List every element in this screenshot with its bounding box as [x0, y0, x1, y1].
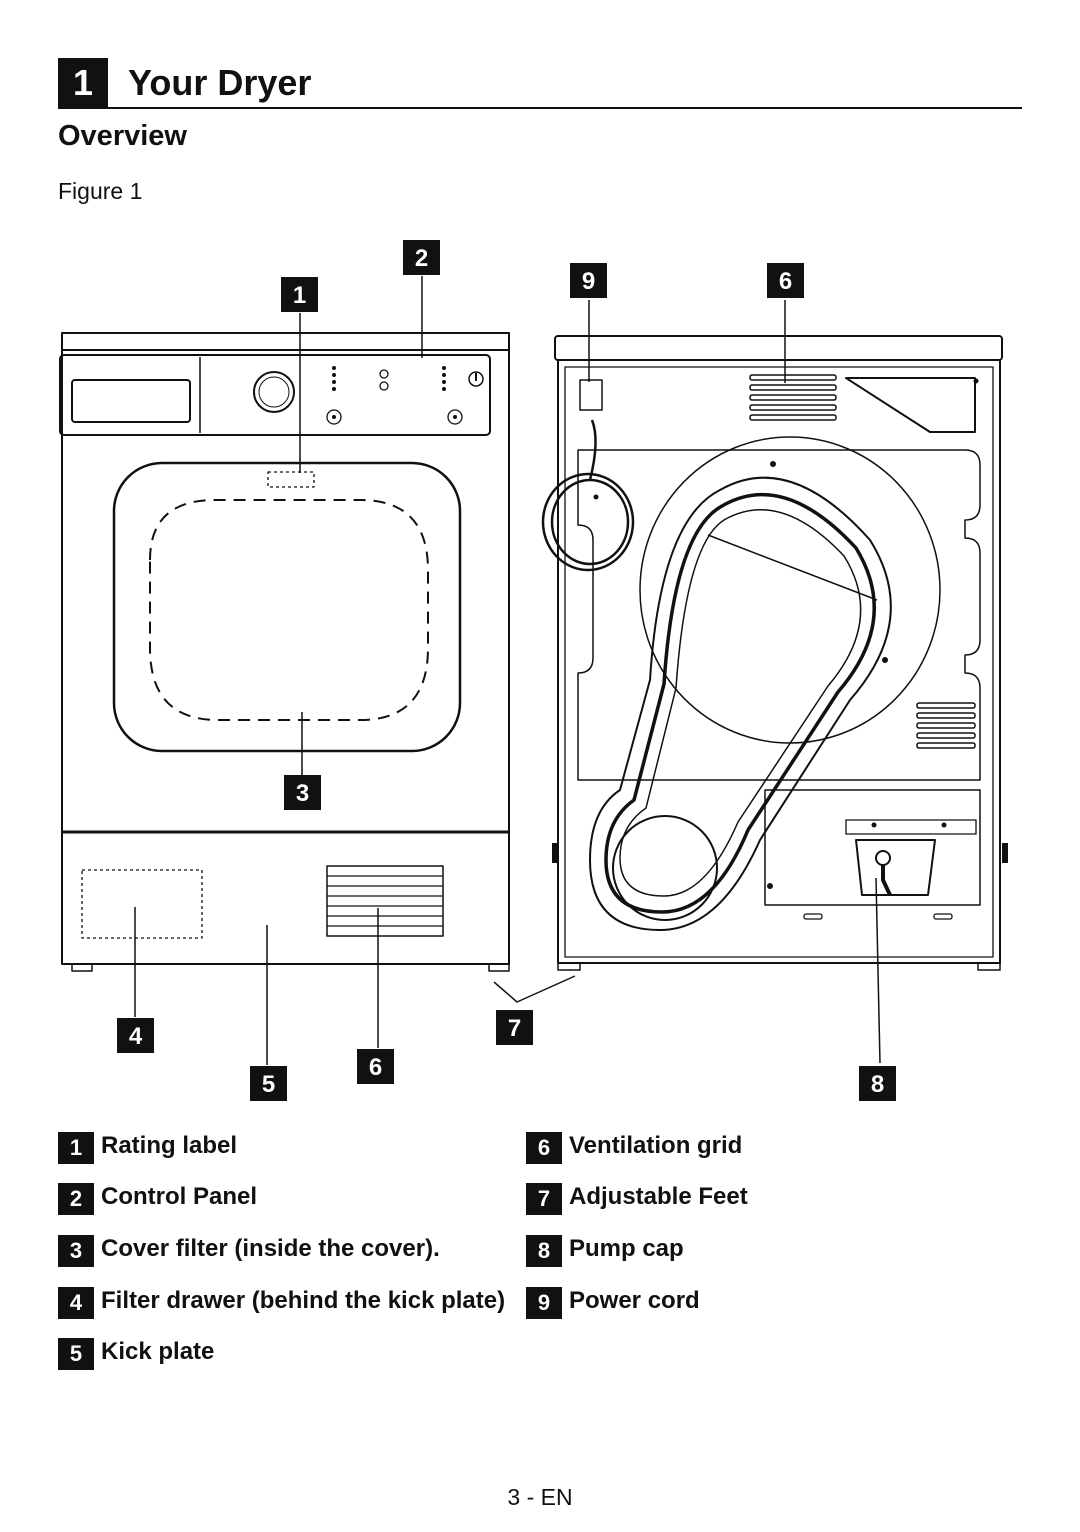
page-number: 3 - EN [507, 1484, 573, 1510]
legend-badge: 8 [526, 1235, 562, 1267]
legend-text: Filter drawer (behind the kick plate) [101, 1287, 506, 1314]
legend-badge: 5 [58, 1338, 94, 1370]
heat-exchanger-circle [612, 815, 718, 921]
legend-badge: 4 [58, 1287, 94, 1319]
callout-4-badge [117, 1018, 154, 1053]
callout-leader-lines [134, 276, 881, 1065]
callout-7-badge [496, 1010, 533, 1045]
legend-badge: 1 [58, 1132, 94, 1164]
section-title: Overview [58, 120, 187, 152]
legend-badge: 2 [58, 1183, 94, 1215]
callout-5-text: 5 [262, 1071, 275, 1098]
callout-8-badge [859, 1066, 896, 1101]
front-ventilation-grid [326, 865, 444, 937]
rating-label-outline [267, 471, 315, 488]
filter-drawer-outline [81, 869, 203, 939]
rear-view [541, 335, 1008, 971]
chapter-title: Your Dryer [128, 62, 312, 103]
title-rule [58, 107, 1022, 109]
callout-6-front-text: 6 [369, 1054, 382, 1081]
drum-outline [639, 436, 941, 744]
callout-2-text: 2 [415, 245, 428, 272]
legend-text: Kick plate [101, 1338, 215, 1365]
callout-8-text: 8 [871, 1071, 884, 1098]
rear-ventilation-grid-top [749, 374, 837, 421]
callout-3-text: 3 [296, 780, 309, 807]
indicator-leds [332, 366, 457, 419]
legend-text: Cover filter (inside the cover). [101, 1235, 440, 1262]
rear-screws [593, 378, 979, 889]
legend-badge: 9 [526, 1287, 562, 1319]
power-icon [468, 371, 484, 387]
cover-filter-dashed [149, 499, 429, 721]
door [112, 461, 462, 753]
callout-5-badge [250, 1066, 287, 1101]
legend-text: Adjustable Feet [569, 1183, 748, 1210]
callout-3-badge [284, 775, 321, 810]
air-duct-outer [589, 476, 892, 931]
figure-label: Figure 1 [58, 178, 143, 204]
callout-6-rear-text: 6 [779, 268, 792, 295]
callout-1-badge [281, 277, 318, 312]
callout-4-text: 4 [129, 1023, 143, 1050]
callout-6-front-badge [357, 1049, 394, 1084]
display-window [71, 379, 191, 423]
rear-foot-left [557, 962, 581, 971]
front-view [59, 332, 510, 972]
front-foot-left [71, 963, 93, 972]
power-cord-coil [541, 419, 635, 572]
condensate-tank-outlet [845, 377, 976, 433]
legend-text: Ventilation grid [569, 1132, 743, 1159]
program-knob [253, 371, 295, 413]
air-duct-inner [604, 492, 876, 914]
chapter-number-badge: 1 [58, 58, 108, 108]
legend-badge: 3 [58, 1235, 94, 1267]
rear-top-lid [554, 335, 1003, 361]
power-cord-clip [579, 379, 603, 411]
front-cabinet-outline [61, 332, 510, 965]
rear-panel [577, 449, 981, 781]
callout-badges: 1 2 3 4 5 6 9 6 7 8 [117, 240, 896, 1101]
legend-text: Pump cap [569, 1235, 684, 1262]
control-panel [59, 354, 491, 436]
callout-9-text: 9 [582, 268, 595, 295]
front-foot-right [488, 963, 510, 972]
legend-text: Control Panel [101, 1183, 258, 1210]
rear-foot-right [977, 962, 1001, 971]
legend-badge: 6 [526, 1132, 562, 1164]
callout-9-badge [570, 263, 607, 298]
callout-7-text: 7 [508, 1015, 521, 1042]
rear-cabinet-outline [557, 359, 1001, 964]
pump-cap [855, 839, 936, 896]
callout-2-badge [403, 240, 440, 275]
rear-ventilation-grid-side [916, 702, 976, 749]
callout-1-text: 1 [293, 282, 306, 309]
legend-badge: 7 [526, 1183, 562, 1215]
callout-6-rear-badge [767, 263, 804, 298]
legend-text: Power cord [569, 1287, 700, 1314]
legend-text: Rating label [101, 1132, 238, 1159]
